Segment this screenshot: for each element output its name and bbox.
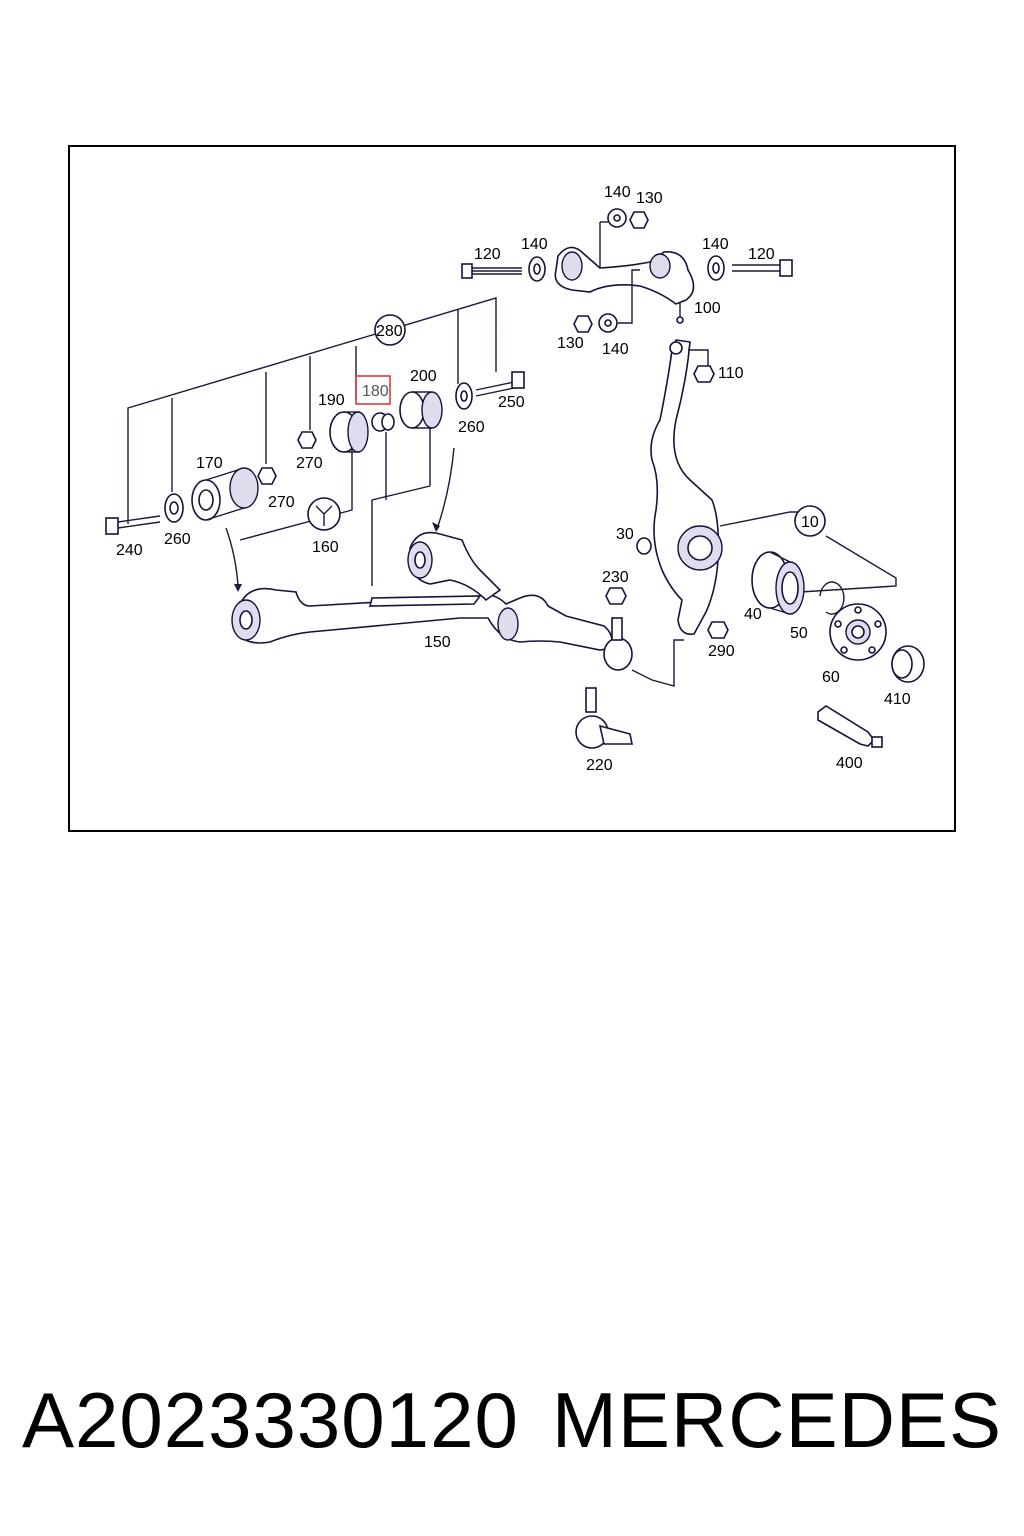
callout-label: 160 <box>312 539 339 556</box>
callout-label: 200 <box>410 368 437 385</box>
callout-label: 110 <box>718 365 744 382</box>
callout-label: 100 <box>694 300 721 317</box>
callout-label: 60 <box>822 669 840 686</box>
lower-control-arm <box>231 531 684 687</box>
callout-label: 140 <box>521 236 548 253</box>
callout-label: 140 <box>604 184 631 201</box>
callout-label: 130 <box>557 335 584 352</box>
callout-label: 10 <box>801 514 819 531</box>
callout-labels: 140 130 120 140 140 120 100 130 140 110 … <box>116 184 911 774</box>
callout-label: 240 <box>116 542 143 559</box>
wheel-hub-group <box>719 511 925 748</box>
callout-label: 280 <box>376 323 403 340</box>
callout-label-highlighted: 180 <box>362 383 389 400</box>
callout-label: 290 <box>708 643 735 660</box>
callout-label: 120 <box>748 246 775 263</box>
callout-label: 260 <box>164 531 191 548</box>
brand-name: MERCEDES <box>551 1375 1002 1464</box>
callout-label: 50 <box>790 625 808 642</box>
upper-control-arm <box>461 208 793 333</box>
callout-label: 270 <box>268 494 295 511</box>
part-number: A2023330120 <box>22 1375 519 1464</box>
ball-joint-220 <box>575 687 633 749</box>
callout-label: 170 <box>196 455 223 472</box>
callout-label: 30 <box>616 526 634 543</box>
callout-label: 120 <box>474 246 501 263</box>
bushing-set-280 <box>105 297 525 592</box>
highlight-box <box>355 375 391 405</box>
callout-label: 190 <box>318 392 345 409</box>
callout-label: 260 <box>458 419 485 436</box>
callout-label: 220 <box>586 757 613 774</box>
callout-label: 140 <box>702 236 729 253</box>
callout-label: 140 <box>602 341 629 358</box>
callout-label: 150 <box>424 634 451 651</box>
callout-label: 230 <box>602 569 629 586</box>
diagram-frame <box>68 145 956 832</box>
callout-label: 40 <box>744 606 762 623</box>
callout-label: 130 <box>636 190 663 207</box>
steering-knuckle <box>605 339 729 639</box>
callout-label: 400 <box>836 755 863 772</box>
callout-label: 270 <box>296 455 323 472</box>
callout-label: 410 <box>884 691 911 708</box>
part-caption: A2023330120 MERCEDES <box>0 1365 1024 1475</box>
callout-label: 250 <box>498 394 525 411</box>
